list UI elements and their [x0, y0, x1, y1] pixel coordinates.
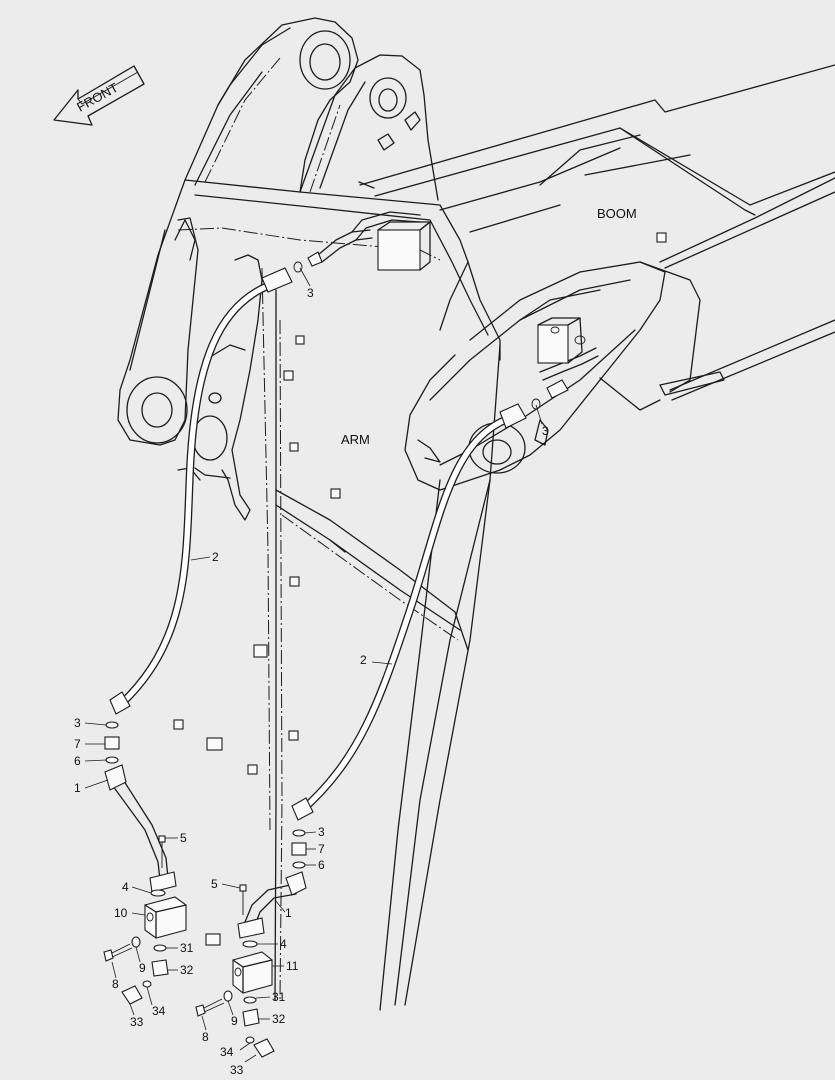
callout-33: 33	[230, 1063, 244, 1077]
callout-31: 31	[272, 990, 286, 1004]
arm-clamp-1	[253, 644, 268, 658]
block-10	[144, 896, 187, 939]
arm-structure: ARM	[117, 17, 701, 1011]
cap-33a	[121, 985, 143, 1005]
leader-lines	[84, 267, 543, 1063]
o-ring-9b	[223, 990, 233, 1002]
hose-left-bottom-fitting	[109, 691, 131, 715]
callout-4: 4	[122, 880, 129, 894]
adapter-32b	[242, 1008, 260, 1027]
arm-clamp-3	[205, 933, 221, 946]
callout-2: 2	[212, 550, 219, 564]
arm-bolt-1	[295, 335, 305, 345]
callout-34: 34	[220, 1045, 234, 1059]
boom-bolt	[656, 232, 667, 243]
washer-4a	[150, 889, 166, 897]
right-lower-assembly	[195, 829, 307, 1058]
pipe-1-flange-top	[104, 764, 127, 791]
arm-bolt-5	[289, 576, 300, 587]
lower-valve-block	[537, 324, 569, 364]
washer-4b	[242, 940, 258, 948]
pipe-1b-flange-bottom	[237, 917, 265, 939]
callout-8: 8	[202, 1030, 209, 1044]
pipe-1-flange-bottom	[149, 871, 177, 893]
arm-bolt-4	[330, 488, 341, 499]
callout-32: 32	[272, 1012, 286, 1026]
callout-9: 9	[139, 961, 146, 975]
callout-7: 7	[318, 842, 325, 856]
callout-4: 4	[280, 937, 287, 951]
arm-pin-boss-right	[369, 77, 407, 119]
upper-hose-fitting	[307, 251, 323, 267]
callout-6: 6	[74, 754, 81, 768]
o-ring-6b	[292, 861, 306, 869]
boom-label: BOOM	[597, 206, 637, 221]
o-ring-3d	[292, 829, 306, 837]
callout-3: 3	[542, 424, 549, 438]
callout-6: 6	[318, 858, 325, 872]
callout-11: 11	[286, 959, 299, 973]
callout-3: 3	[74, 716, 81, 730]
adapter-32a	[151, 959, 169, 977]
bolt-8a	[103, 949, 114, 962]
callout-33: 33	[130, 1015, 144, 1029]
callout-5: 5	[211, 877, 218, 891]
adapter-7a	[104, 736, 120, 750]
hose-left-top-fitting	[261, 267, 293, 293]
callout-31: 31	[180, 941, 194, 955]
hose-right-top-fitting	[499, 403, 527, 429]
o-ring-9a	[131, 936, 141, 948]
arm-pin-boss-upper	[299, 30, 351, 90]
callout-1: 1	[285, 906, 292, 920]
callout-1: 1	[74, 781, 81, 795]
pipe-1b-flange-top	[285, 871, 307, 896]
arm-link-pin-boss	[468, 422, 526, 474]
o-ring-31b	[243, 996, 257, 1004]
block-11	[232, 951, 273, 994]
o-ring-31a	[153, 944, 167, 952]
callout-34: 34	[152, 1004, 166, 1018]
arm-bolt-6	[173, 719, 184, 730]
bolt-8b	[195, 1004, 206, 1017]
cap-33b	[253, 1038, 275, 1058]
arm-bolt-3	[289, 442, 299, 452]
upper-pipe-assembly	[293, 211, 599, 410]
upper-valve-block	[377, 229, 421, 271]
adapter-7b	[291, 842, 307, 856]
hose-right	[291, 403, 527, 821]
arm-bolt-8	[247, 764, 258, 775]
right-hose-fitting	[546, 379, 569, 399]
boom-structure: BOOM	[359, 64, 835, 401]
hose-left	[109, 267, 293, 715]
o-ring-3a	[105, 721, 119, 729]
arm-bolt-2	[283, 370, 294, 381]
arm-clamp-2	[206, 737, 223, 751]
callout-3: 3	[307, 286, 314, 300]
arm-bolt-7	[288, 730, 299, 741]
callout-9: 9	[231, 1014, 238, 1028]
front-label: FRONT	[74, 80, 120, 115]
callouts: 3 3 2 2 3 7 6 1 5 4 10 31 9 32 8 34 33 3…	[74, 286, 549, 1077]
callout-2: 2	[360, 653, 367, 667]
front-arrow: FRONT	[53, 65, 145, 126]
left-lower-assembly	[103, 721, 187, 1005]
o-ring-34b	[245, 1036, 255, 1044]
callout-10: 10	[114, 906, 128, 920]
arm-lower-pin-boss	[126, 376, 188, 444]
hose-right-bottom-fitting	[291, 797, 314, 821]
callout-7: 7	[74, 737, 81, 751]
callout-5: 5	[180, 831, 187, 845]
o-ring-34a	[142, 980, 152, 988]
callout-8: 8	[112, 977, 119, 991]
callout-32: 32	[180, 963, 194, 977]
callout-3: 3	[318, 825, 325, 839]
arm-label: ARM	[341, 432, 370, 447]
o-ring-6a	[105, 756, 119, 764]
